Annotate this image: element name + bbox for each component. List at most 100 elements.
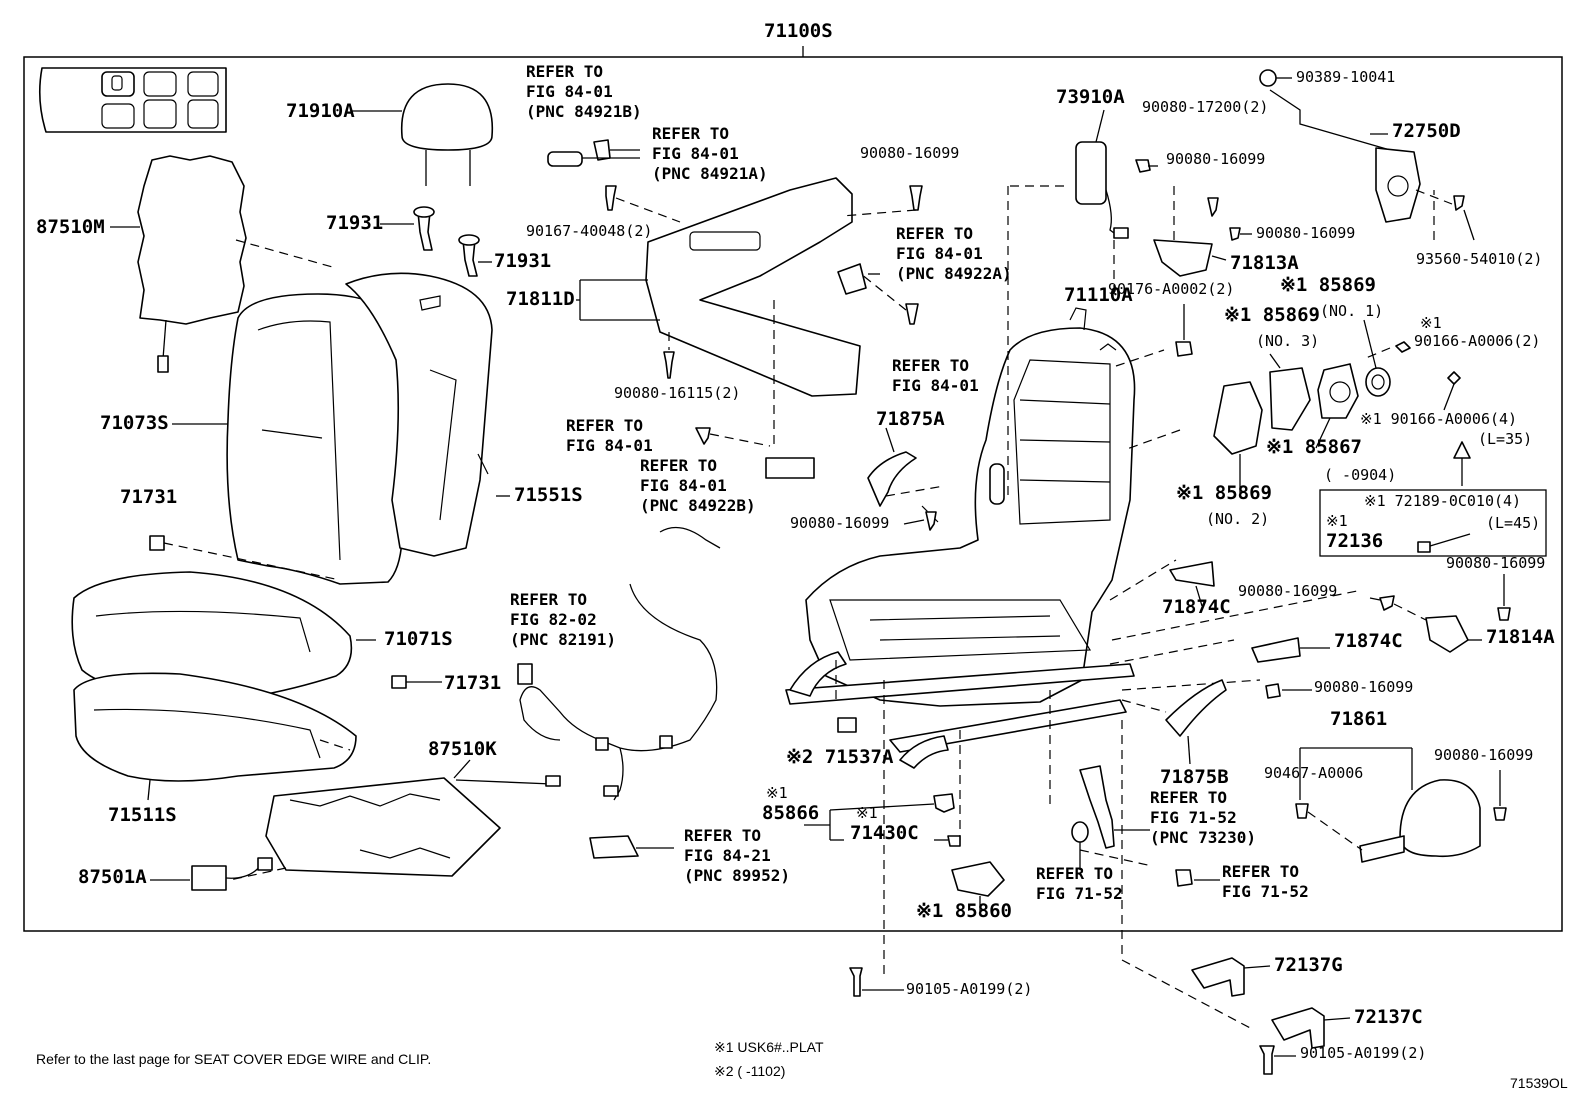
note-mark-85866: ※1	[766, 784, 788, 802]
figure-id: 71539OL	[1510, 1075, 1568, 1091]
part-71861: 71861	[1330, 708, 1388, 730]
bolt-90105-A0199	[849, 967, 1296, 1075]
motor-85869-no1	[1363, 319, 1391, 397]
clip-71731-lower	[391, 675, 442, 689]
variant-box	[1319, 489, 1547, 557]
part-90080-17200: 90080-17200(2)	[1142, 98, 1269, 116]
seat-belt-buckle	[1071, 765, 1220, 887]
screws-90166	[1365, 341, 1461, 411]
motor-85869-no2	[1213, 381, 1263, 494]
part-71875B: 71875B	[1160, 766, 1229, 788]
part-71874C-b: 71874C	[1334, 630, 1403, 652]
switch-base	[695, 300, 815, 479]
motor-85869-no3	[1269, 353, 1311, 431]
bracket-71874C-a	[1169, 561, 1215, 607]
wire-harness	[517, 526, 721, 801]
part-85867: ※1 85867	[1266, 436, 1362, 458]
assembly-frame	[23, 56, 1563, 932]
part-71731-b: 71731	[444, 672, 502, 694]
part-71931-b: 71931	[494, 250, 552, 272]
switch-connector	[837, 263, 880, 295]
bracket-71813A	[1153, 186, 1252, 277]
part-90080-16099-f: 90080-16099	[1446, 554, 1546, 572]
part-90080-16099-d: 90080-16099	[790, 514, 890, 532]
switch-knobs	[547, 139, 640, 167]
bracket-71814A	[1369, 574, 1511, 653]
part-90080-16099-e: 90080-16099	[1238, 582, 1338, 600]
part-90105-A0199-a: 90105-A0199(2)	[906, 980, 1033, 998]
lever-71875B	[1165, 679, 1227, 765]
part-90389-10041: 90389-10041	[1296, 68, 1396, 86]
part-71430C: 71430C	[850, 822, 919, 844]
part-85860: ※1 85860	[916, 900, 1012, 922]
part-90080-16099-c: 90080-16099	[1256, 224, 1356, 242]
legend-note-1: ※1 USK6#..PLAT	[714, 1039, 824, 1055]
seat-heater-back	[110, 155, 247, 373]
part-72189-0C010: ※1 72189-0C010(4)	[1364, 492, 1522, 510]
part-73910A: 73910A	[1056, 86, 1125, 108]
switch-71430C	[934, 835, 961, 847]
ecu-85860	[951, 861, 1005, 912]
seat-track	[785, 651, 1135, 769]
assembly-title: 71100S	[764, 20, 833, 42]
part-90166-length: (L=35)	[1478, 430, 1533, 448]
part-72189-length: (L=45)	[1486, 514, 1541, 532]
footnote: Refer to the last page for SEAT COVER ED…	[36, 1051, 432, 1067]
part-72137G: 72137G	[1274, 954, 1343, 976]
note-mark-90166: ※1	[1420, 314, 1442, 332]
seatback-board	[345, 272, 510, 557]
cushion-cover	[71, 571, 376, 703]
part-71537A: ※2 71537A	[786, 746, 894, 768]
part-72136: 72136	[1326, 530, 1384, 552]
arrow-up	[1453, 441, 1471, 486]
part-90105-A0199-b: 90105-A0199(2)	[1300, 1044, 1427, 1062]
part-90176-A0002: 90176-A0002(2)	[1108, 280, 1235, 298]
part-71814A: 71814A	[1486, 626, 1555, 648]
part-85866: 85866	[762, 802, 820, 824]
part-72750D: 72750D	[1392, 120, 1461, 142]
part-87510K: 87510K	[428, 738, 497, 760]
bolt-90080-16099-g	[1265, 683, 1312, 699]
note-mark-71430C: ※1	[856, 804, 878, 822]
part-71931: 71931	[326, 212, 384, 234]
part-85869-no2: ※1 85869	[1176, 482, 1272, 504]
seat-heater-cushion	[265, 759, 561, 877]
part-71551S: 71551S	[514, 484, 583, 506]
part-90166-A0006-2: 90166-A0006(2)	[1414, 332, 1541, 350]
part-71073S: 71073S	[100, 412, 169, 434]
cover-71861	[1295, 747, 1507, 863]
part-90080-16099-a: 90080-16099	[860, 144, 960, 162]
part-71875A: 71875A	[876, 408, 945, 430]
part-90166-A0006-4: ※1 90166-A0006(4)	[1360, 410, 1518, 428]
part-71071S: 71071S	[384, 628, 453, 650]
seat-frame	[805, 307, 1136, 707]
part-93560-54010: 93560-54010(2)	[1416, 250, 1543, 268]
part-72137C: 72137C	[1354, 1006, 1423, 1028]
bracket-71874C-b	[1251, 637, 1330, 663]
part-90167-40048: 90167-40048(2)	[526, 222, 653, 240]
note-mark-72136: ※1	[1326, 512, 1348, 530]
bracket-72137C	[1271, 1007, 1351, 1049]
part-87510M: 87510M	[36, 216, 105, 238]
part-90080-16099-h: 90080-16099	[1434, 746, 1534, 764]
cushion-pad	[73, 672, 357, 801]
screws-side-shield	[605, 185, 923, 379]
recliner-rod	[1259, 69, 1475, 241]
motor-85867	[1315, 363, 1359, 449]
part-90080-16099-b: 90080-16099	[1166, 150, 1266, 168]
part-71110A: 71110A	[1064, 284, 1133, 306]
part-85869-no1-note: (NO. 1)	[1320, 302, 1384, 320]
part-85869-no1: ※1 85869	[1280, 274, 1376, 296]
lever-71875A	[867, 427, 945, 507]
legend-note-2: ※2 ( -1102)	[714, 1063, 786, 1079]
